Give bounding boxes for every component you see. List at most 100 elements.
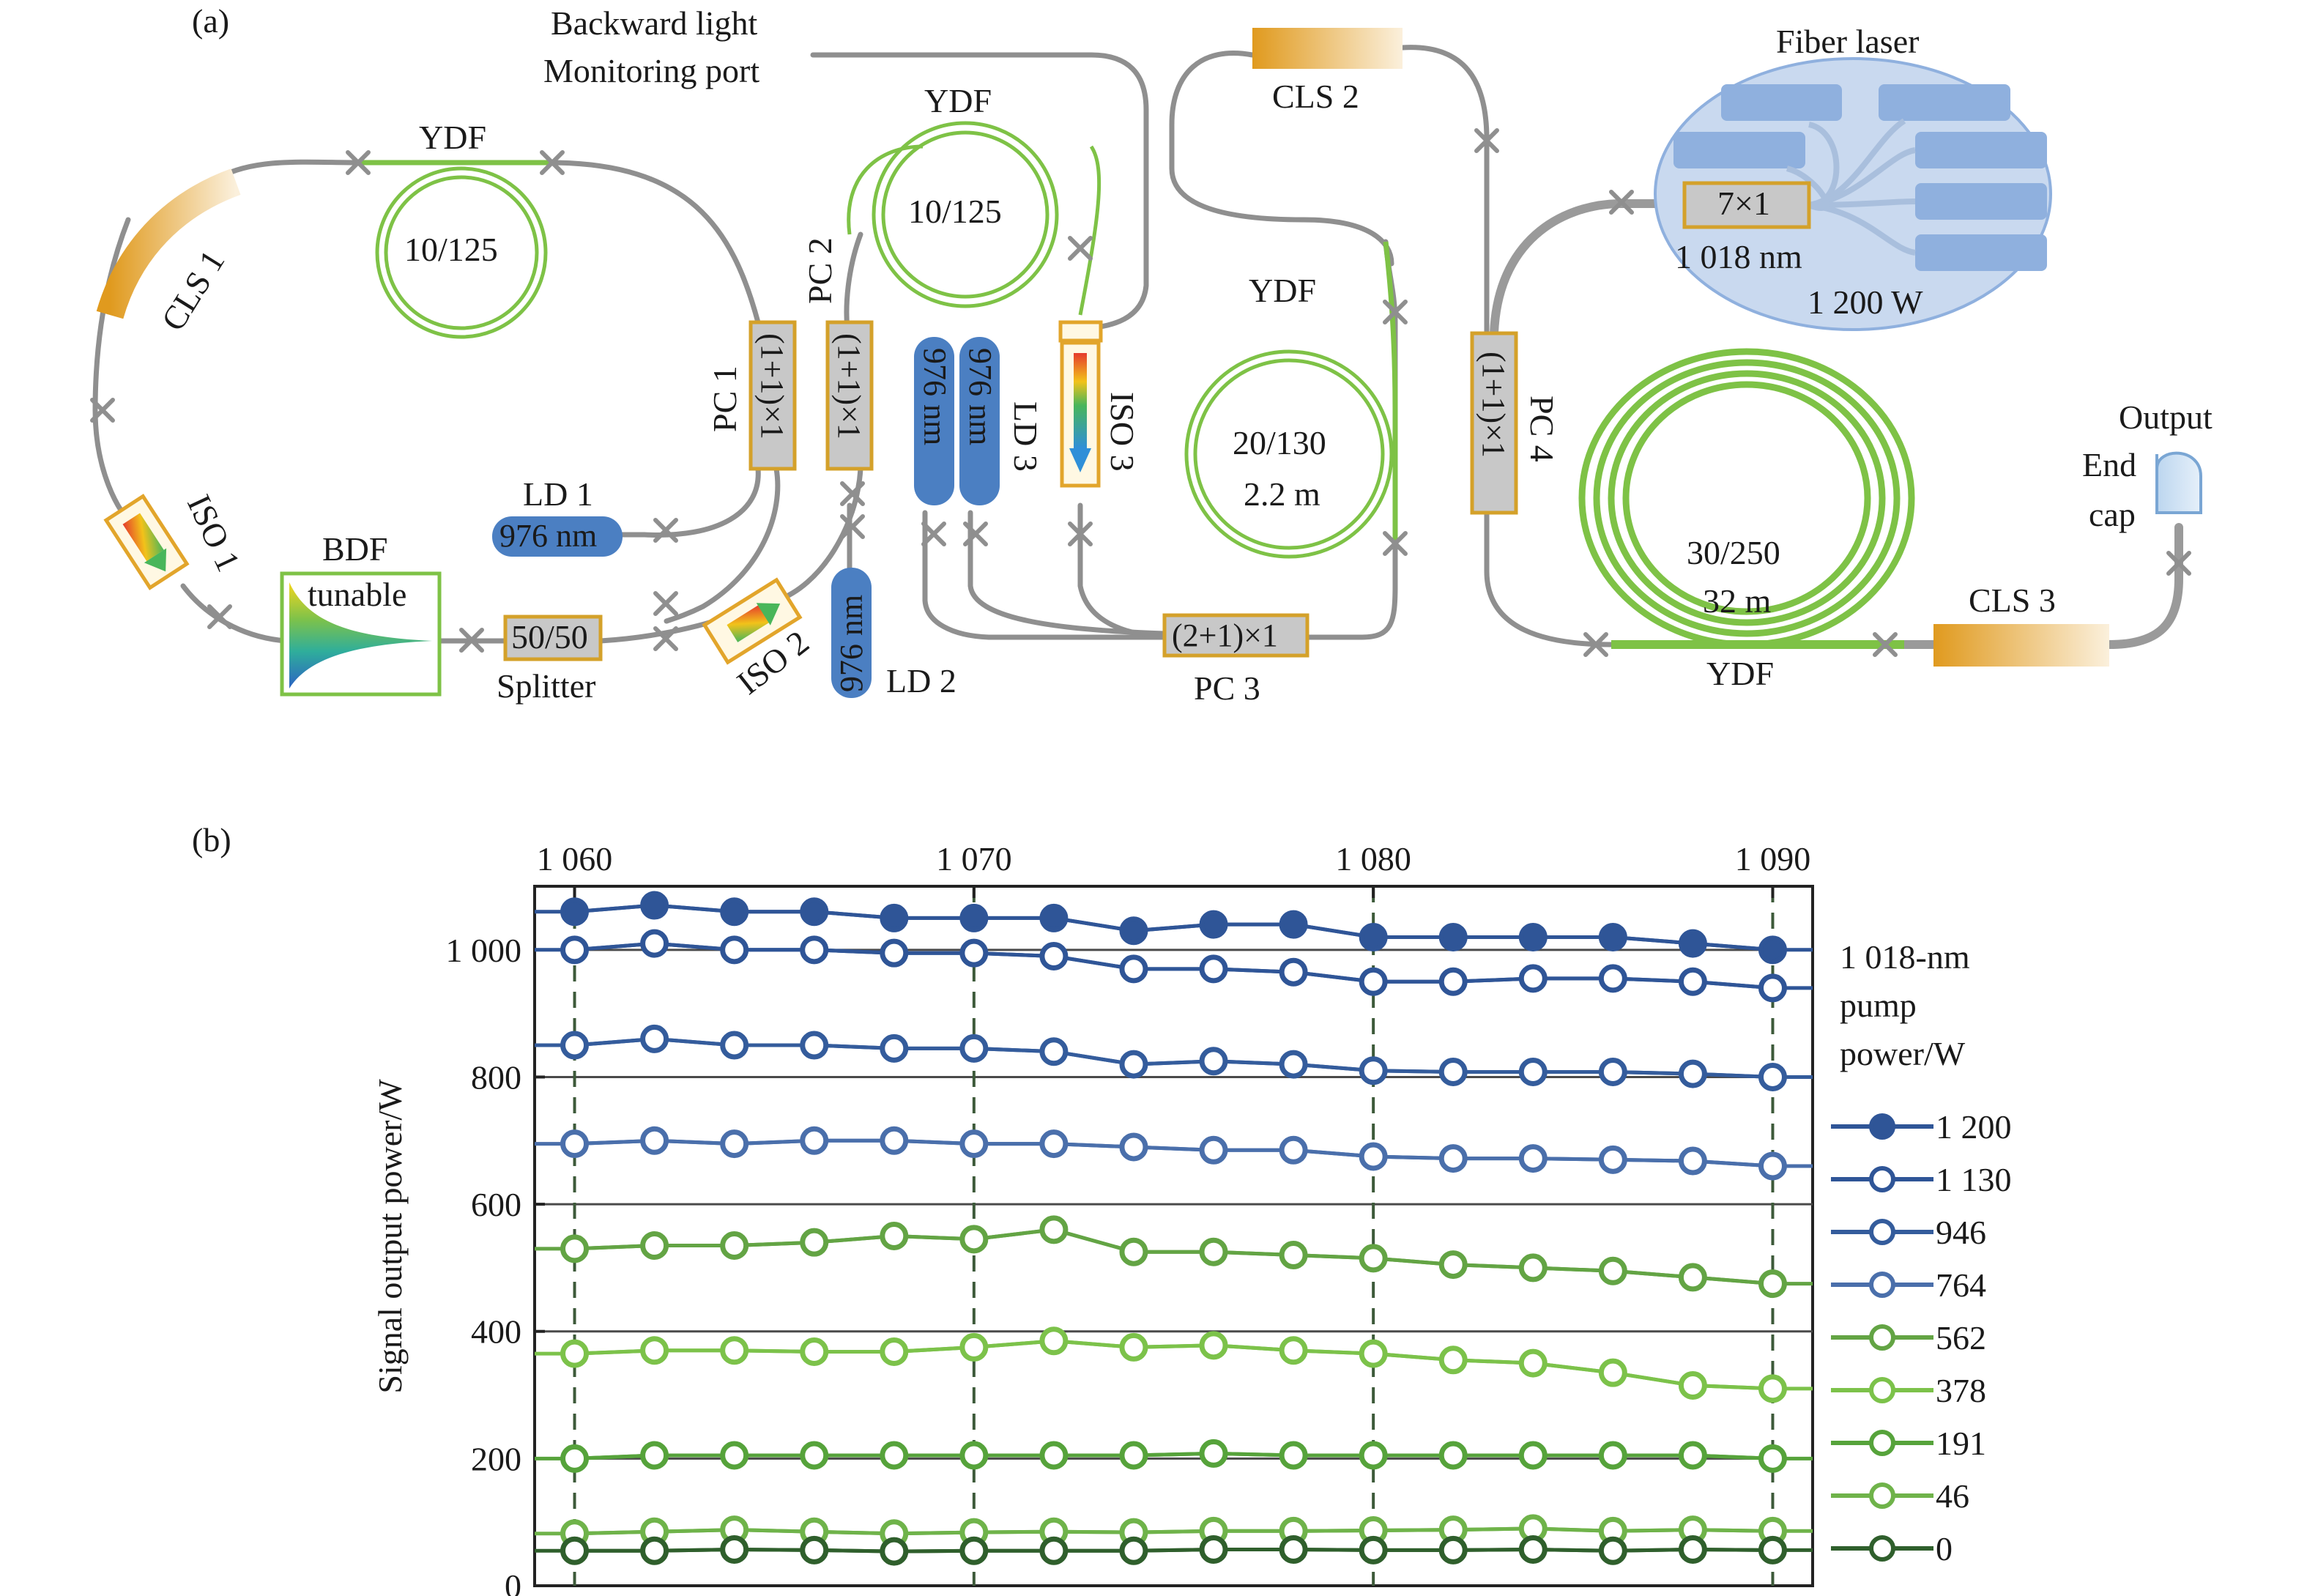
data-point [1039,903,1069,932]
data-point [1438,1058,1468,1087]
data-point [1678,1371,1707,1400]
data-point [1199,1535,1228,1565]
data-point [640,1231,669,1261]
data-point [1438,922,1468,951]
splitter-label: Splitter [497,667,595,705]
y-tick-label: 200 [471,1440,521,1477]
legend-marker [1869,1219,1895,1245]
data-point [1279,1441,1308,1470]
ld-3: 976 nm 976 nm LD 3 [914,337,1044,505]
fiber-laser-power: 1 200 W [1808,283,1923,321]
legend-marker [1869,1482,1895,1509]
data-point [800,935,829,965]
legend-label: 46 [1936,1477,1969,1515]
output-line2: End [2082,446,2136,483]
data-point [1199,1047,1228,1076]
iso-1 [103,494,190,590]
bdf-sub: tunable [308,576,406,613]
data-point [1199,1237,1228,1266]
data-point [800,897,829,927]
ydf-4-spec: 30/250 [1687,534,1780,571]
cls-3-label: CLS 3 [1969,582,2056,619]
data-point [640,1024,669,1053]
data-point [1119,1332,1148,1362]
legend-label: 946 [1936,1214,1986,1251]
ydf-coil-2 [847,121,1102,316]
data-point [880,1441,909,1470]
legend-label: 1 130 [1936,1161,2012,1198]
backward-port-line2: Monitoring port [543,52,759,89]
data-point [1518,1535,1548,1565]
legend-marker [1869,1377,1895,1403]
data-point [1438,1144,1468,1173]
data-point [1678,929,1707,958]
series-line-core [574,1138,1773,1168]
x-tick-label: 1 070 [936,840,1012,877]
data-point [959,1332,989,1362]
ydf-3-length: 2.2 m [1244,475,1320,513]
x-tick-label: 1 080 [1335,840,1411,877]
data-point [1518,1144,1548,1173]
data-point [1359,1535,1388,1565]
data-point [880,903,909,932]
data-point [1199,954,1228,984]
data-point [640,1536,669,1565]
data-point [1199,910,1228,939]
data-point [640,1441,669,1470]
plot-area [533,885,1814,1587]
iso-3 [1058,320,1103,488]
data-point [1678,1441,1707,1470]
data-point [560,1444,590,1473]
fiber-laser-wavelength: 1 018 nm [1675,238,1802,275]
data-point [1758,1374,1787,1403]
legend-item: 562 [1831,1319,1986,1356]
data-point [1598,964,1627,993]
ydf-3-spec: 20/130 [1233,424,1326,461]
series-764 [535,1126,1813,1181]
y-axis-label: Signal output power/W [371,1079,409,1394]
data-point [1678,967,1707,996]
legend-label: 378 [1936,1372,1986,1409]
data-point [1119,1536,1148,1565]
ydf-2-spec: 10/125 [908,193,1002,230]
output-line3: cap [2089,496,2136,533]
data-point [640,891,669,920]
data-point [1359,1339,1388,1368]
data-point [1119,1441,1148,1470]
ld-2-label: LD 2 [886,662,956,699]
cls-3: CLS 3 [1933,582,2109,667]
legend-marker [1869,1430,1895,1456]
series-946 [535,1024,1813,1091]
ydf-coil-4 [1578,348,1915,649]
cls-2: CLS 2 [1252,28,1403,115]
data-point [1119,1050,1148,1079]
pc-3-type: (2+1)×1 [1172,617,1278,653]
data-point [1199,1439,1228,1468]
data-point [1359,1441,1388,1470]
bdf-label: BDF [322,530,387,568]
data-point [1119,1237,1148,1266]
data-point [560,1234,590,1263]
data-point [880,1126,909,1155]
y-tick-label: 400 [471,1313,521,1351]
data-point [640,1336,669,1365]
data-point [1279,1535,1308,1565]
data-point [959,1536,989,1565]
data-point [720,1441,749,1470]
data-point [1199,1135,1228,1165]
data-point [959,1129,989,1159]
legend-label: 764 [1936,1266,1986,1304]
data-point [800,1535,829,1565]
data-point [1039,942,1069,970]
data-point [720,897,749,927]
pc-4: (1+1)×1 PC 4 [1470,331,1561,515]
series-line-core [574,941,1773,990]
series-1130 [535,929,1813,1003]
legend-title-3: power/W [1840,1035,1966,1072]
legend-item: 764 [1831,1266,1986,1304]
series-0 [535,1535,1813,1566]
data-point [880,1222,909,1250]
data-point [1518,922,1548,951]
data-point [1758,1535,1787,1565]
